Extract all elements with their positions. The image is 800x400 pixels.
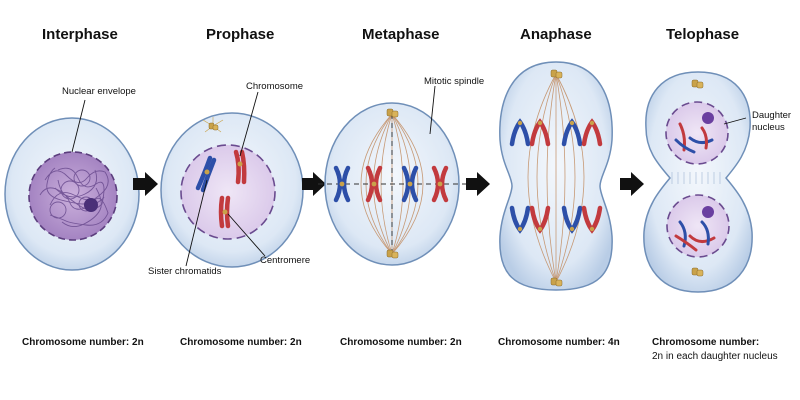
title-interphase: Interphase — [42, 26, 118, 43]
centrosome-bottom — [550, 277, 563, 287]
title-telophase: Telophase — [666, 26, 740, 43]
arrow-3 — [466, 172, 490, 196]
label-sister-chromatids: Sister chromatids — [148, 266, 222, 277]
telophase-cell — [643, 71, 753, 293]
daughter-nucleus-bottom — [666, 194, 730, 258]
leader-daughter-nucleus — [723, 117, 747, 125]
metaphase-cell — [318, 85, 466, 266]
centrosome-top — [691, 79, 704, 89]
caption-prophase: Chromosome number: 2n — [180, 337, 302, 348]
title-metaphase: Metaphase — [362, 26, 440, 43]
caption-metaphase: Chromosome number: 2n — [340, 337, 462, 348]
centrosome-top — [386, 108, 399, 118]
anaphase-cell — [499, 61, 613, 291]
nucleolus-top — [702, 112, 714, 124]
daughter-nucleus-top — [665, 101, 729, 165]
label-daughter-nucleus-line1: Daughter — [752, 110, 792, 121]
leader-mitotic-spindle — [429, 85, 436, 135]
centrosome-bottom — [386, 249, 399, 259]
label-mitotic-spindle: Mitotic spindle — [424, 76, 485, 87]
label-daughter-nucleus-line2: nucleus — [752, 122, 785, 133]
chromosome-blue — [195, 155, 217, 193]
centrosome-bottom — [691, 267, 704, 277]
anaphase-spindle — [527, 73, 585, 283]
label-centromere: Centromere — [260, 255, 311, 266]
label-nuclear-envelope: Nuclear envelope — [62, 86, 136, 97]
arrow-2 — [302, 172, 326, 196]
caption-telophase-line2: 2n in each daughter nucleus — [652, 351, 778, 362]
caption-telophase-line1: Chromosome number: — [652, 337, 760, 348]
leader-sister-chromatids — [185, 179, 208, 267]
nucleolus-bottom — [702, 206, 714, 218]
caption-anaphase: Chromosome number: 4n — [498, 337, 620, 348]
cleavage-furrow — [671, 172, 721, 184]
leader-nuclear-envelope — [71, 99, 86, 153]
arrow-4 — [620, 172, 644, 196]
leader-centromere — [227, 213, 266, 257]
nucleolus — [84, 198, 98, 212]
interphase-cell — [4, 99, 140, 271]
prophase-cell — [160, 91, 304, 268]
centrosome-top — [550, 69, 563, 79]
title-prophase: Prophase — [206, 26, 275, 43]
centrosome — [202, 117, 224, 133]
caption-interphase: Chromosome number: 2n — [22, 337, 144, 348]
leader-chromosome — [239, 91, 259, 157]
title-anaphase: Anaphase — [520, 26, 592, 43]
label-chromosome: Chromosome — [246, 81, 304, 92]
arrow-1 — [133, 172, 158, 196]
